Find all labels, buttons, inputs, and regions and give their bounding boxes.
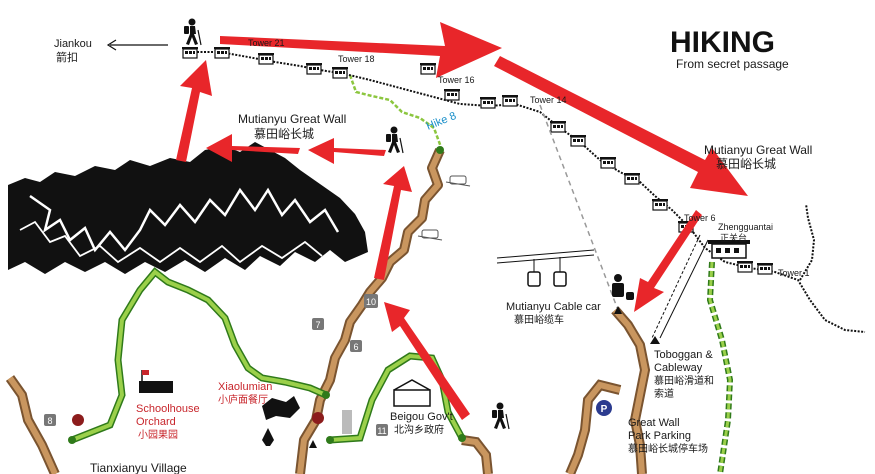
tower-marker (501, 94, 519, 107)
route-number-markers: 10 6 7 8 11 P (44, 294, 612, 436)
label-jiankou-en: Jiankou (54, 38, 92, 50)
roads (5, 147, 651, 474)
tower-marker (479, 96, 497, 109)
tower-marker (756, 262, 774, 275)
label-orchard-en-2: Orchard (136, 416, 176, 428)
marker-11: 11 (377, 426, 386, 436)
label-tower-1: Tower 1 (778, 268, 810, 278)
tower-marker (181, 46, 199, 59)
label-zhengguantai-en: Zhengguantai (718, 222, 773, 232)
trails (68, 74, 734, 474)
arrow-southwest (634, 210, 702, 312)
label-orchard-en-1: Schoolhouse (136, 403, 200, 415)
label-hike-8: Hike 8 (425, 110, 458, 133)
tower-marker (569, 134, 587, 147)
jiankou-arrow (106, 39, 168, 51)
tower-marker (736, 260, 754, 273)
label-beigou-en: Beigou Gov't (390, 411, 453, 423)
label-toboggan-zh-1: 慕田峪滑道和 (654, 374, 714, 387)
label-zhengguantai-zh: 正关台 (720, 232, 747, 243)
cable-car (309, 104, 709, 448)
label-tower-6: Tower 6 (684, 213, 716, 223)
tower-marker (549, 120, 567, 133)
label-toboggan-en-2: Cableway (654, 362, 703, 374)
cable-stations (417, 175, 471, 241)
tower-marker (331, 66, 349, 79)
label-tower-18: Tower 18 (338, 54, 375, 64)
arrow-west-1 (206, 134, 300, 162)
mountain-range (8, 142, 368, 274)
label-cable-car-zh: 慕田峪缆车 (514, 313, 564, 326)
zhengguantai-building (708, 240, 750, 259)
label-jiankou-zh: 箭扣 (56, 50, 78, 64)
tower-marker (623, 172, 641, 185)
arrow-west-2 (308, 138, 386, 164)
label-tianxianyu-village: Tianxianyu Village (90, 461, 187, 474)
label-parking-zh: 慕田峪长城停车场 (628, 442, 708, 455)
label-parking-en-2: Park Parking (628, 430, 691, 442)
label-xiaolumian-en: Xiaolumian (218, 381, 272, 393)
label-mutianyu-right-en: Mutianyu Great Wall (704, 143, 812, 157)
route-arrows (176, 22, 748, 420)
label-orchard-zh: 小园果园 (138, 429, 178, 441)
tower-marker (213, 46, 231, 59)
label-xiaolumian-zh: 小庐面餐厅 (218, 393, 268, 406)
parking-icon: P (601, 404, 608, 415)
hiker-icon-mid (385, 125, 404, 154)
label-mutianyu-left-zh: 慕田峪长城 (254, 127, 314, 141)
arrow-east (220, 22, 502, 78)
arrow-north (176, 60, 212, 162)
page-subtitle: From secret passage (676, 57, 789, 71)
label-tower-16: Tower 16 (438, 75, 475, 85)
toboggan-icon (612, 274, 634, 300)
label-beigou-zh: 北沟乡政府 (394, 423, 444, 436)
label-tower-14: Tower 14 (530, 95, 567, 105)
tower-marker (419, 62, 437, 75)
hiker-icon-top (183, 17, 202, 46)
page-title: HIKING (670, 26, 775, 59)
hiker-icon-bottom (491, 401, 510, 430)
label-cable-car-en: Mutianyu Cable car (506, 301, 601, 313)
tower-marker (305, 62, 323, 75)
marker-7: 7 (315, 320, 320, 330)
arrow-north-2 (374, 166, 412, 280)
marker-10: 10 (366, 297, 376, 307)
arrow-southeast (494, 56, 748, 196)
label-toboggan-zh-2: 索道 (654, 387, 674, 400)
tower-marker (443, 88, 461, 101)
label-mutianyu-left-en: Mutianyu Great Wall (238, 112, 346, 126)
label-tower-21: Tower 21 (248, 38, 285, 48)
label-toboggan-en-1: Toboggan & (654, 349, 713, 361)
poi-markers (72, 370, 431, 446)
arrow-northwest (384, 302, 470, 420)
tower-marker (599, 156, 617, 169)
marker-6: 6 (353, 342, 358, 352)
tower-marker (651, 198, 669, 211)
marker-8: 8 (47, 416, 52, 426)
label-mutianyu-right-zh: 慕田峪长城 (716, 157, 776, 171)
label-parking-en-1: Great Wall (628, 417, 680, 429)
tower-marker (257, 52, 275, 65)
